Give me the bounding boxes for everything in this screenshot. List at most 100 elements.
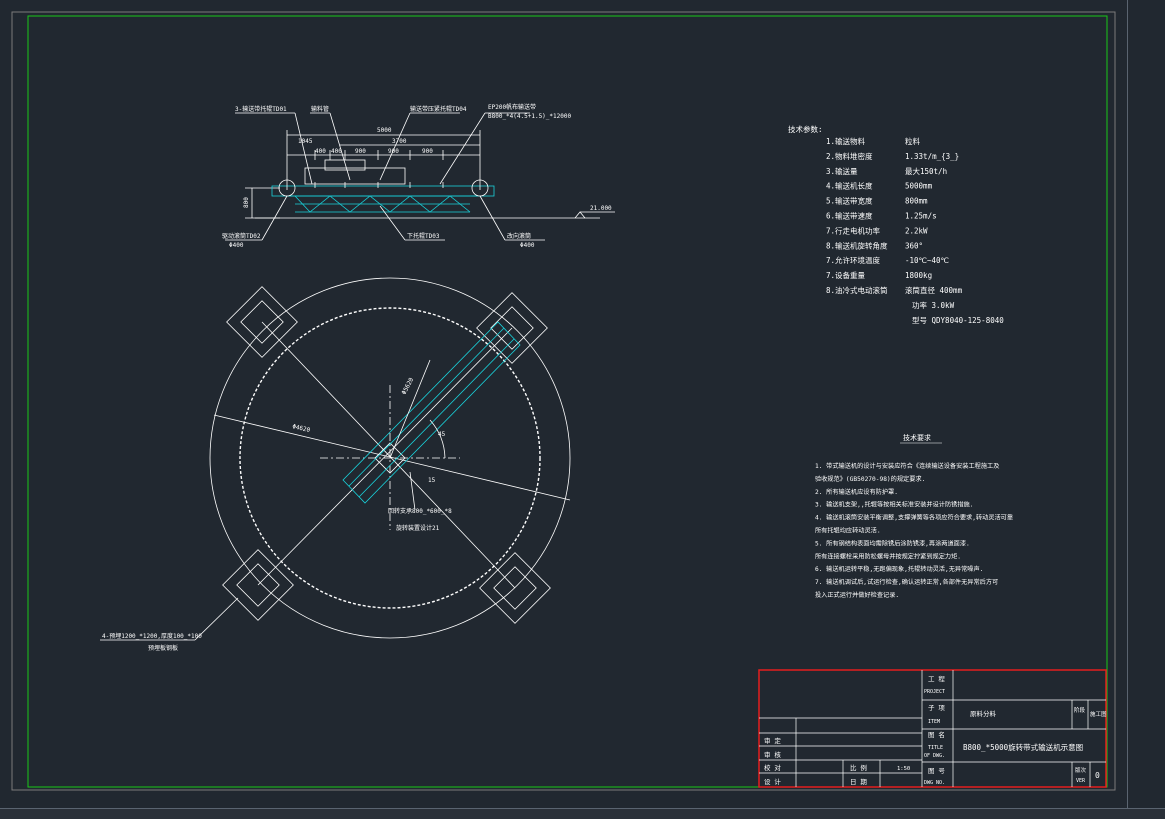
spec-label: 8.输送机旋转角度 <box>826 240 888 250</box>
elev-dim-1045: 1045 <box>298 138 313 145</box>
elevation-texts: 3-输送带托辊TD01 输料管 输送带压紧托辊TD04 EP200帆布输送带 B… <box>222 103 612 249</box>
plan-angle2: 15 <box>428 477 436 484</box>
tb-stage-value: 施工图 <box>1090 710 1107 718</box>
elevation-view <box>225 112 615 241</box>
spec-value: 1.33t/m_{3_} <box>905 152 959 161</box>
requirement-line: 6. 输送机运转平稳,无跑偏现象,托辊转动灵活,无异常噪声. <box>815 565 983 573</box>
tb-item-value: 原料分料 <box>970 709 997 718</box>
elev-note-br1: 改向滚筒 <box>507 232 531 240</box>
requirement-line: 2. 所有输送机应设有防护罩. <box>815 488 898 496</box>
spec-value: 型号 QDY8040-125-8040 <box>912 316 1004 325</box>
tb-title-label: 图 名 <box>928 730 945 739</box>
requirement-line: 所有托辊均应转动灵活. <box>815 527 881 535</box>
spec-label: 6.输送带速度 <box>826 211 873 221</box>
elev-dim-total: 5000 <box>377 127 392 134</box>
specs-rows: 1.输送物料 粒料 2.物料堆密度 1.33t/m_{3_} 3.输送量 最大150t/h… <box>826 136 1004 325</box>
requirement-line: 验收规范》(GB50270-98)的规定要求. <box>815 475 925 483</box>
spec-value: 360° <box>905 241 923 250</box>
spec-value: -10℃~40℃ <box>905 256 950 265</box>
plan-note-bl2: 预埋板钢板 <box>148 644 178 652</box>
elev-note-bl2: Φ400 <box>229 242 244 249</box>
elev-dim-900b: 900 <box>388 148 399 155</box>
spec-value: 1800kg <box>905 271 932 280</box>
tb-row2: 审 核 <box>764 750 781 759</box>
spec-label: 4.输送机长度 <box>826 181 873 191</box>
requirement-line: 投入正式运行并做好检查记录. <box>815 591 899 599</box>
elev-note-bl1: 驱动滚筒TD02 <box>222 232 261 240</box>
tb-scale-value: 1:50 <box>897 766 910 772</box>
tb-title-label-en2: OF DWG. <box>924 753 945 759</box>
spec-label: 1.输送物料 <box>826 136 866 146</box>
tb-ver-value: 0 <box>1095 771 1100 780</box>
requirements-heading: 技术要求 <box>903 433 931 442</box>
requirement-line: 3. 输送机支架,,托辊等按相关标准安装并设计防锈措施. <box>815 501 973 509</box>
tb-date-label: 日 期 <box>850 778 867 786</box>
vertical-scrollbar[interactable] <box>1127 0 1165 808</box>
outer-border <box>11 11 1116 791</box>
tb-row1: 审 定 <box>764 736 781 745</box>
spec-value: 滚筒直径 400mm <box>905 285 963 295</box>
spec-value: 2.2kW <box>905 226 928 235</box>
plan-dim-r: Φ4620 <box>292 423 312 434</box>
elev-dim-sub: 3700 <box>392 138 407 145</box>
tb-dwgno-label: 图 号 <box>928 767 945 775</box>
specs-heading: 技术参数: <box>788 124 823 134</box>
spec-label: 7.允许环境温度 <box>826 255 881 265</box>
elev-note-top-right2: B800_*4(4.5+1.5)_*12000 <box>488 113 571 120</box>
plan-texts: Φ4620 Φ5620 45 15 回转支承800_*600_*8 旋转装置设计… <box>102 376 452 652</box>
tb-item-label-en: ITEM <box>928 719 940 725</box>
horizontal-scrollbar[interactable] <box>0 808 1165 819</box>
spec-value: 功率 3.0kW <box>912 300 955 310</box>
tb-row3: 校 对 <box>764 763 781 772</box>
tb-scale-label: 比 例 <box>850 763 867 772</box>
spec-value: 5000mm <box>905 182 933 191</box>
spec-value: 1.25m/s <box>905 212 937 221</box>
plan-note-center2: 旋转装置设计21 <box>396 524 440 532</box>
requirements-block: 技术要求 1. 带式输送机的设计与安装应符合《连续输送设备安装工程施工及 验收规… <box>815 433 1013 599</box>
elev-note-top-mid2: 输送带压紧托辊TD04 <box>410 105 467 113</box>
requirement-line: 4. 输送机滚筒安装平衡调整,支撑弹簧等各项应符合要求,转动灵活可靠 <box>815 514 1013 522</box>
elev-dim-900a: 900 <box>355 148 366 155</box>
elev-note-top-mid1: 输料管 <box>311 105 329 113</box>
spec-label: 3.输送量 <box>826 166 858 176</box>
spec-label: 5.输送带宽度 <box>826 196 873 206</box>
requirement-line: 1. 带式输送机的设计与安装应符合《连续输送设备安装工程施工及 <box>815 462 999 470</box>
requirements-rows: 1. 带式输送机的设计与安装应符合《连续输送设备安装工程施工及 验收规范》(GB… <box>815 462 1013 599</box>
tb-project-label-en: PROJECT <box>924 689 945 695</box>
spec-label: 8.油冷式电动滚筒 <box>826 285 888 295</box>
requirement-line: 所有连接螺栓采用防松螺母并按规定拧紧到规定力矩. <box>815 552 961 560</box>
elev-dim-height: 800 <box>243 197 250 208</box>
elev-dim-400b: 400 <box>331 148 342 155</box>
tb-project-label: 工 程 <box>928 674 945 683</box>
plan-note-bl1: 4-预埋1200_*1200,厚度100_*100 <box>102 632 202 640</box>
title-block: 工 程 PROJECT 子 项 ITEM 原料分料 阶段 施工图 图 名 TIT… <box>758 669 1107 788</box>
spec-value: 粒料 <box>905 136 920 146</box>
tb-stage-label: 阶段 <box>1074 706 1086 714</box>
spec-value: 最大150t/h <box>905 166 947 176</box>
tb-dwgno-label-en: DWG NO. <box>924 780 945 786</box>
elev-note-br2: Φ400 <box>520 242 535 249</box>
elev-note-top-right1: EP200帆布输送带 <box>488 103 536 111</box>
tb-title-value: B800_*5000旋转带式输送机示意图 <box>963 742 1083 752</box>
elev-note-top-left: 3-输送带托辊TD01 <box>235 105 287 113</box>
plan-view <box>100 277 571 641</box>
spec-label: 7.行走电机功率 <box>826 225 881 235</box>
tb-item-label: 子 项 <box>928 704 945 712</box>
elev-dim-900c: 900 <box>422 148 433 155</box>
spec-label: 2.物料堆密度 <box>826 151 873 161</box>
plan-angle: 45 <box>438 431 446 438</box>
elev-dim-400a: 400 <box>315 148 326 155</box>
tb-row4: 设 计 <box>764 777 781 786</box>
requirement-line: 5. 所有钢结构表面均需除锈后涂防锈漆,再涂两道面漆. <box>815 539 970 547</box>
elev-note-bm: 下托辊TD03 <box>407 232 440 240</box>
elev-level: 21.000 <box>590 205 612 212</box>
tb-title-label-en: TITLE <box>928 745 943 751</box>
requirement-line: 7. 输送机调试后,试运行检查,确认运转正常,各部件无异常后方可 <box>815 578 998 586</box>
tb-ver-label: 版次 <box>1075 766 1087 774</box>
spec-label: 7.设备重量 <box>826 270 866 280</box>
plan-note-center1: 回转支承800_*600_*8 <box>388 507 452 515</box>
plan-dim-d: Φ5620 <box>401 376 416 396</box>
specs-block: 技术参数: 1.输送物料 粒料 2.物料堆密度 1.33t/m_{3_} 3.输送量 最大… <box>788 124 1004 325</box>
tb-ver-label-en: VER <box>1076 778 1086 784</box>
